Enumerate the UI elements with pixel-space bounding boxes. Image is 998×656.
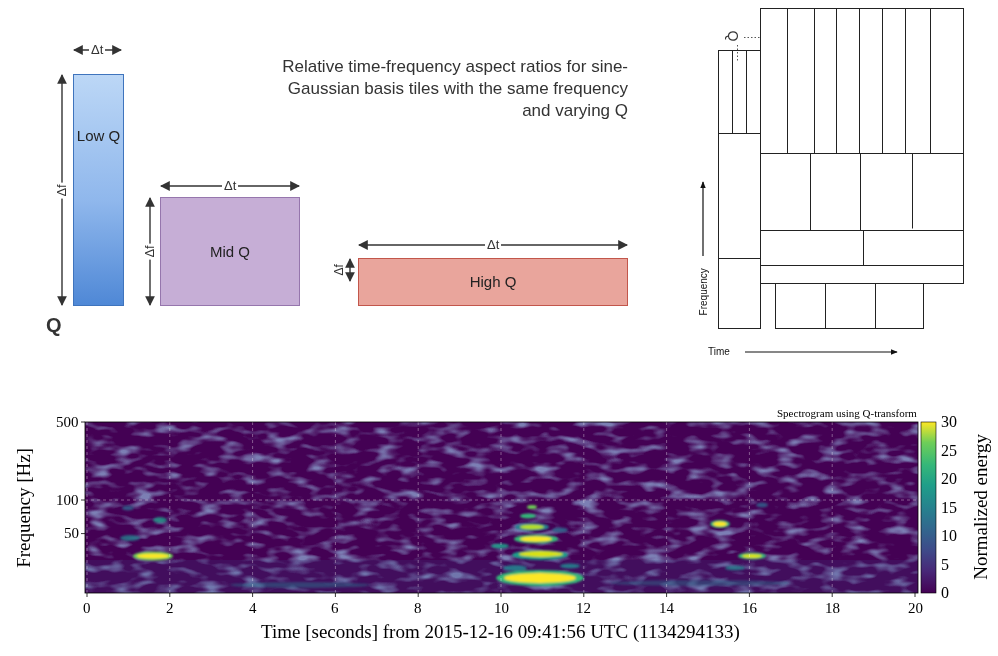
dimension-arrows	[62, 50, 627, 305]
axis-ticks	[81, 422, 915, 597]
frequency-axis-arrow	[702, 182, 703, 256]
colorbar-tick: 30	[941, 413, 957, 431]
q-tile: Low Q	[73, 74, 124, 306]
colorbar	[921, 422, 936, 593]
tick-label: 10	[494, 600, 509, 617]
tick-label: 18	[825, 600, 840, 617]
colorbar-tick: 5	[941, 556, 949, 574]
description-text: Relative time-frequency aspect ratios fo…	[258, 56, 628, 122]
colorbar-tick: 15	[941, 499, 957, 517]
tick-label: 500	[56, 414, 79, 431]
tick-label: 0	[83, 600, 91, 617]
axis-label: Q	[46, 314, 62, 337]
tick-label: 4	[249, 600, 257, 617]
axis-label: Frequency	[698, 268, 710, 315]
tick-label: 8	[414, 600, 422, 617]
plot-frame	[85, 422, 918, 593]
dimension-label: Δt	[222, 179, 238, 194]
colorbar-tick: 0	[941, 584, 949, 602]
tick-label: 12	[576, 600, 591, 617]
axis-label: Time	[708, 346, 730, 358]
tile-label: High Q	[470, 273, 517, 291]
colorbar-title: Normalized energy	[970, 434, 992, 580]
tiling-grid	[719, 9, 964, 329]
tick-label: 16	[742, 600, 757, 617]
tick-label: 2	[166, 600, 174, 617]
dimension-label: Δf	[333, 264, 347, 275]
colorbar-tick: 10	[941, 527, 957, 545]
tick-label: 100	[56, 492, 79, 509]
axis-title: Time [seconds] from 2015-12-16 09:41:56 …	[261, 621, 740, 643]
axis-label: Q	[725, 31, 741, 42]
tick-label: 50	[64, 525, 79, 542]
tick-label: 14	[659, 600, 674, 617]
dimension-label: Δt	[485, 238, 501, 253]
tick-label: 6	[331, 600, 339, 617]
tick-label: 20	[908, 600, 923, 617]
colorbar-tick: 20	[941, 470, 957, 488]
plot-title: Spectrogram using Q-transform	[777, 407, 917, 420]
tile-label: Low Q	[77, 127, 120, 145]
tile-label: Mid Q	[210, 243, 250, 261]
q-tile: Mid Q	[160, 197, 300, 306]
colorbar-tick: 25	[941, 442, 957, 460]
axis-title: Frequency [Hz]	[13, 448, 35, 568]
time-axis-arrow	[745, 351, 897, 352]
dimension-label: Δt	[89, 43, 105, 58]
dimension-label: Δf	[55, 182, 70, 198]
q-scale-bar	[74, 323, 563, 327]
q-tile: High Q	[358, 258, 628, 306]
spectrogram	[85, 422, 918, 593]
dimension-label: Δf	[143, 243, 158, 259]
